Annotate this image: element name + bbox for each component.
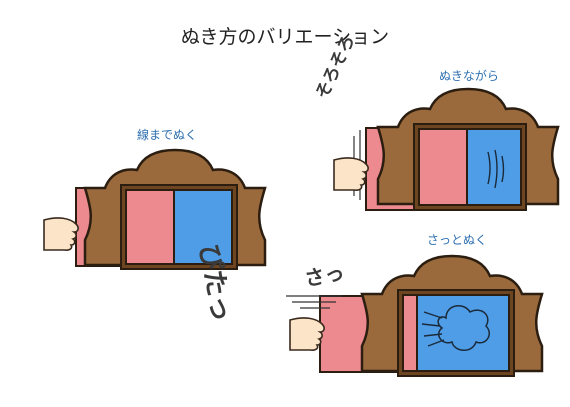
sound-effect-3: さっ xyxy=(303,260,347,291)
panel-line-pull: 線までぬく ぴたっ xyxy=(43,127,267,324)
card-red-1 xyxy=(125,189,175,265)
hand-2 xyxy=(333,157,369,191)
panel-quick-pull: さっとぬく さっ xyxy=(286,233,544,377)
card-blue-1 xyxy=(173,189,233,265)
hand-3 xyxy=(289,317,325,351)
card-red-2 xyxy=(418,128,468,206)
speed-lines-3 xyxy=(421,311,445,347)
panel-while-pulling: ぬきながら そろそろ xyxy=(312,32,560,211)
hand-1 xyxy=(43,217,79,251)
panel-3-caption: さっとぬく xyxy=(427,233,487,247)
motion-lines-2 xyxy=(487,149,505,189)
card-red-3 xyxy=(402,294,418,372)
slide-lines-3 xyxy=(286,295,342,309)
diagram-title: ぬき方のバリエーション xyxy=(181,26,389,48)
panel-2-caption: ぬきながら xyxy=(439,68,499,83)
card-blue-2 xyxy=(466,128,522,206)
whoosh-cloud-3 xyxy=(437,305,490,351)
panel-1-caption: 線までぬく xyxy=(137,127,197,142)
